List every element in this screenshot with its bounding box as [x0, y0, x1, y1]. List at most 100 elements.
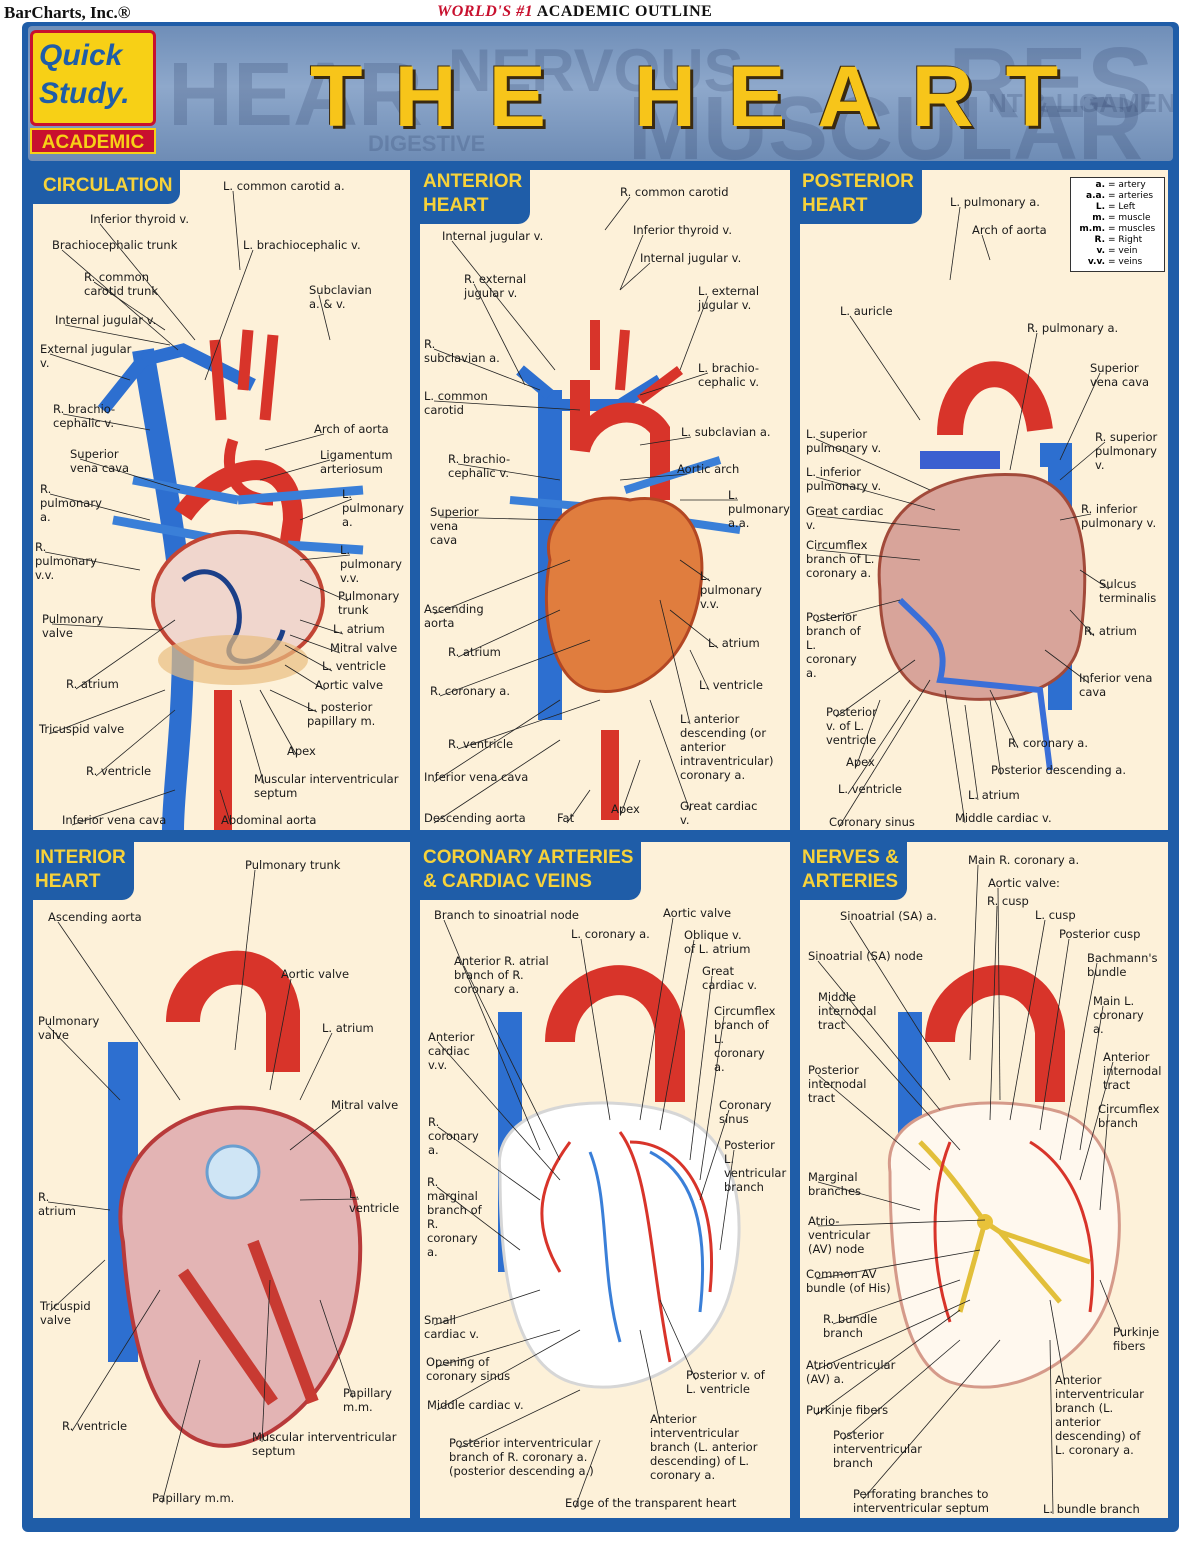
- circulation-label: Arch of aorta: [314, 422, 389, 436]
- logo-word-quick: Quick: [39, 39, 123, 72]
- circulation-label: L. brachiocephalic v.: [243, 238, 361, 252]
- coronary-label: Middle cardiac v.: [427, 1398, 524, 1412]
- circulation-label: External jugular v.: [40, 342, 132, 370]
- nerves-label: Perforating branches to interventricular…: [853, 1487, 990, 1515]
- circulation-label: Superior vena cava: [70, 447, 130, 475]
- legend-key: m.: [1092, 213, 1105, 223]
- tagline-emphasis: WORLD'S #1: [437, 3, 534, 20]
- posterior-label: L. inferior pulmonary v.: [806, 465, 882, 493]
- legend-value: = muscle: [1108, 213, 1151, 223]
- ventricle-muscle: [158, 635, 308, 685]
- coronary-label: Branch to sinoatrial node: [434, 908, 580, 922]
- circulation-label: L. pulmonary a.: [342, 487, 404, 529]
- interior-label: L. ventricle: [349, 1187, 400, 1215]
- interior-illustration: [108, 950, 363, 1448]
- circulation-label: R. ventricle: [86, 764, 152, 778]
- interior-label: Pulmonary trunk: [245, 858, 341, 872]
- ghost-word-2: NERVOUS: [448, 37, 744, 104]
- circulation-title: CIRCULATION: [33, 170, 181, 204]
- publisher-name: BarCharts, Inc.®: [4, 3, 131, 22]
- anterior-label: Superior vena cava: [430, 505, 479, 547]
- anterior-label: Ascending aorta: [424, 602, 484, 630]
- posterior-label: Great cardiac v.: [806, 504, 884, 532]
- coronary-label: Oblique v. of L. atrium: [684, 928, 751, 956]
- circulation-label: R. pulmonary a.: [40, 482, 102, 524]
- legend-row: m.= muscle: [1075, 213, 1160, 224]
- aorta-interior: [166, 950, 300, 1072]
- circulation-label: Brachiocephalic trunk: [52, 238, 178, 252]
- posterior-label: R. pulmonary a.: [1027, 321, 1119, 335]
- aorta: [570, 380, 670, 500]
- legend-key: L.: [1095, 202, 1105, 212]
- coronary-label: R. marginal branch of R. coronary a.: [427, 1175, 482, 1259]
- nerves-label: Middle internodal tract: [818, 990, 877, 1032]
- tagline-rest: ACADEMIC OUTLINE: [533, 3, 713, 20]
- anterior-label: Internal jugular v.: [640, 251, 742, 265]
- legend-value: = artery: [1108, 180, 1146, 190]
- anterior-label: Great cardiac v.: [680, 799, 758, 827]
- anterior-label: L. atrium: [708, 636, 760, 650]
- circulation-label: Subclavian a. & v.: [309, 283, 372, 311]
- legend-row: R.= Right: [1075, 235, 1160, 246]
- circulation-label: Abdominal aorta: [221, 813, 317, 827]
- transparent-heart: [497, 1101, 741, 1389]
- interior-label: Muscular interventricular septum: [252, 1430, 397, 1458]
- legend-row: m.m.= muscles: [1075, 224, 1160, 235]
- posterior-label: Posterior branch of L. coronary a.: [806, 610, 861, 680]
- circulation-label: Pulmonary trunk: [338, 589, 400, 617]
- coronary-label: Anterior cardiac v.v.: [428, 1030, 475, 1072]
- legend-key: v.v.: [1087, 257, 1105, 267]
- coronary-label: R. coronary a.: [428, 1115, 479, 1157]
- quick-study-logo: Quick Study. ACADEMIC: [30, 30, 156, 156]
- interior-label: R. atrium: [38, 1190, 76, 1218]
- legend-row: L.= Left: [1075, 202, 1160, 213]
- logo-word-study: Study.: [39, 77, 130, 110]
- circulation-label: Apex: [287, 744, 316, 758]
- interior-label: L. atrium: [322, 1021, 374, 1035]
- circulation-label: L. pulmonary v.v.: [340, 543, 402, 585]
- anterior-label: L. ventricle: [699, 678, 763, 692]
- interior-label: Aortic valve: [281, 967, 350, 981]
- coronary-label: Posterior L. ventricular branch: [724, 1138, 787, 1194]
- legend-value: = arteries: [1108, 191, 1154, 201]
- interior-label: R. ventricle: [62, 1419, 128, 1433]
- posterior-label: R. coronary a.: [1008, 736, 1088, 750]
- circulation-label: Inferior vena cava: [62, 813, 167, 827]
- circulation-label: Internal jugular v.: [55, 313, 157, 327]
- nerves-label: Posterior internodal tract: [808, 1063, 867, 1105]
- legend-value: = muscles: [1108, 224, 1156, 234]
- nerves-label: Marginal branches: [808, 1170, 862, 1198]
- anterior-label: L. common carotid: [424, 389, 488, 417]
- interior-label: Tricuspid valve: [40, 1299, 91, 1327]
- nerves-label: Sinoatrial (SA) node: [808, 949, 923, 963]
- legend-row: a.a.= arteries: [1075, 191, 1160, 202]
- pulmonary-vessels: [112, 475, 364, 555]
- valve-region: [205, 1144, 261, 1200]
- legend-row: a.= artery: [1075, 180, 1160, 191]
- nerves-arteries-title: NERVES & ARTERIES: [792, 842, 907, 900]
- circulation-label: L. atrium: [333, 622, 385, 636]
- logo-badge: Quick Study.: [30, 30, 156, 126]
- anterior-label: Inferior vena cava: [424, 770, 529, 784]
- anterior-label: Aortic arch: [677, 462, 740, 476]
- title-banner: HEAR NERVOUS MUSCULAR RES DIGESTIVE NT &…: [28, 26, 1173, 161]
- legend-row: v.= vein: [1075, 246, 1160, 257]
- posterior-heart-title: POSTERIOR HEART: [792, 166, 922, 224]
- anterior-label: R. external jugular v.: [464, 272, 527, 300]
- anterior-label: R. atrium: [448, 645, 501, 659]
- coronary-label: Aortic valve: [663, 906, 732, 920]
- coronary-label: Posterior v. of L. ventricle: [686, 1368, 765, 1396]
- interior-label: Pulmonary valve: [38, 1014, 100, 1042]
- anterior-label: R. common carotid: [620, 185, 729, 199]
- anterior-label: L. pulmonary a.a.: [728, 488, 790, 530]
- academic-outline-tagline: WORLD'S #1 ACADEMIC OUTLINE: [437, 3, 712, 21]
- circulation-label: L. ventricle: [322, 659, 386, 673]
- interior-label: Ascending aorta: [48, 910, 142, 924]
- posterior-label: Sulcus terminalis: [1099, 577, 1157, 605]
- nerves-label: Anterior internodal tract: [1103, 1050, 1162, 1092]
- posterior-label: R. superior pulmonary v.: [1095, 430, 1158, 472]
- circulation-label: Ligamentum arteriosum: [320, 448, 393, 476]
- anterior-label: R. ventricle: [448, 737, 514, 751]
- interior-label: Papillary m.m.: [343, 1386, 392, 1414]
